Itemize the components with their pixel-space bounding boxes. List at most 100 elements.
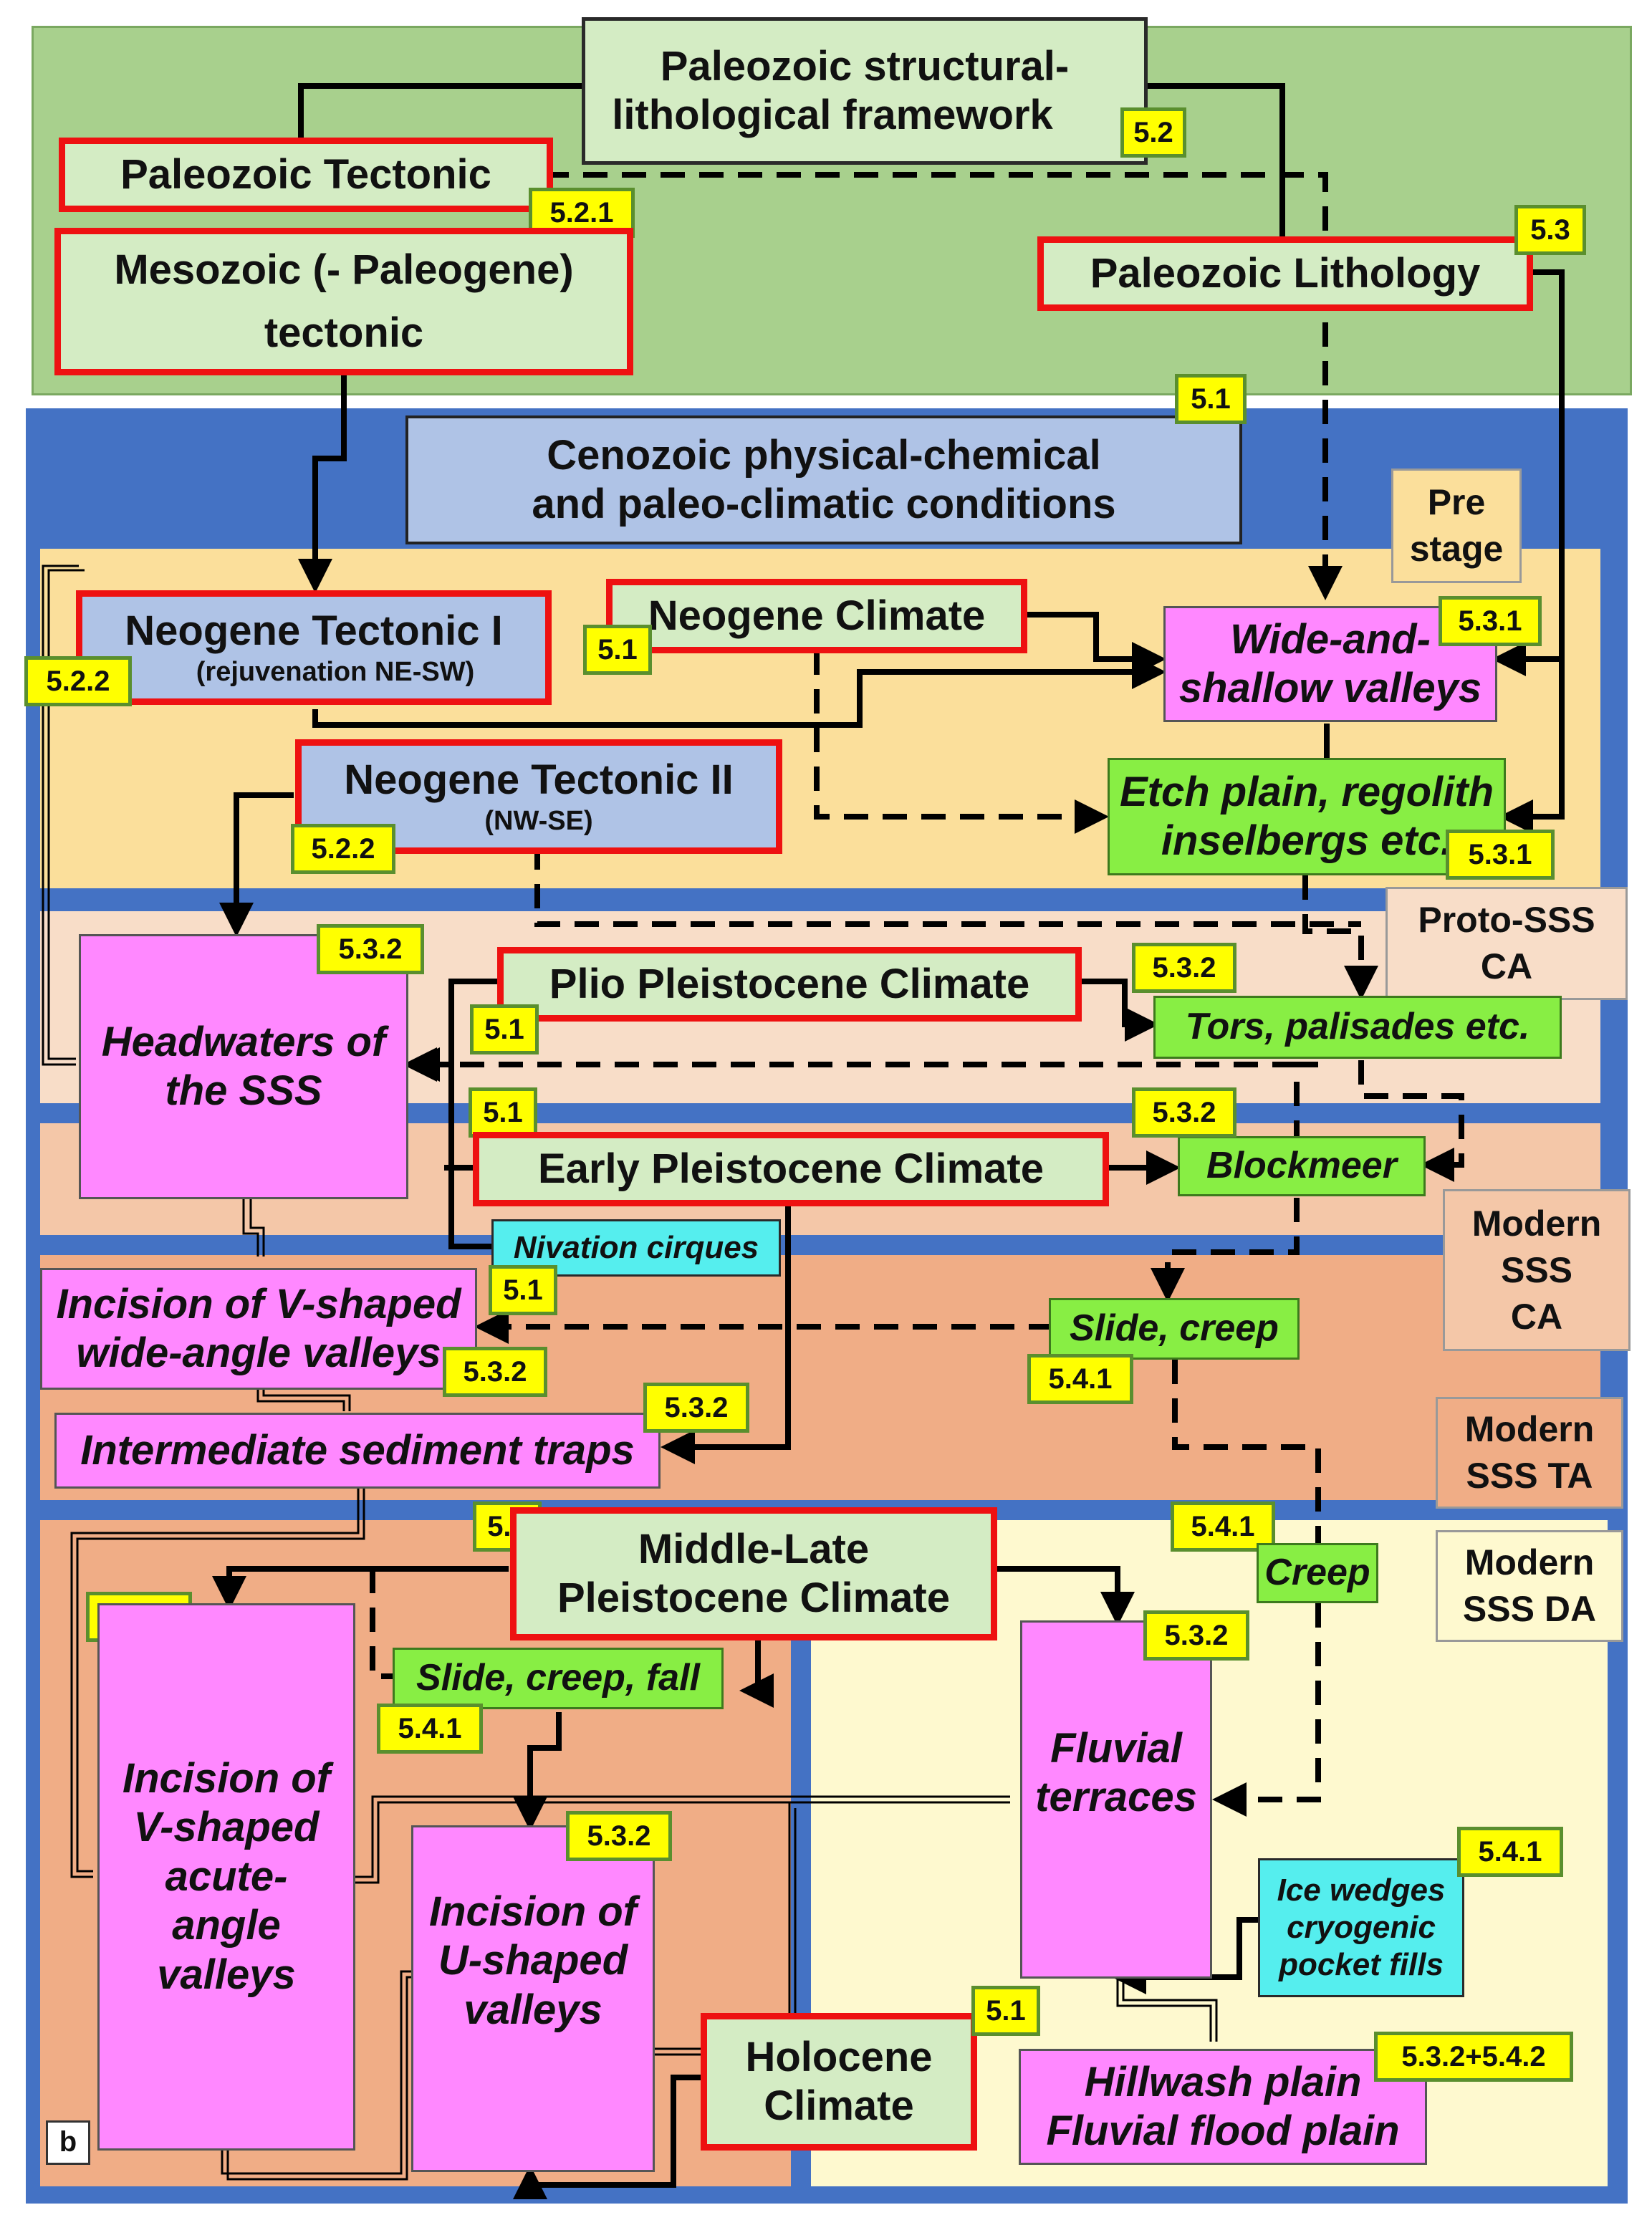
incision-u-tag: 5.3.2 xyxy=(566,1811,672,1861)
plio-pleistocene-label: Plio Pleistocene Climate xyxy=(549,960,1030,1007)
paleozoic-lithology-label: Paleozoic Lithology xyxy=(1090,249,1481,297)
hillwash-line2: Fluvial flood plain xyxy=(1046,2108,1400,2154)
stage-modern-da-line2: SSS DA xyxy=(1462,1589,1597,1629)
mesozoic-line1: Mesozoic (- Paleogene) xyxy=(114,246,574,293)
wide-shallow-line2: shallow valleys xyxy=(1178,665,1482,711)
slide-creep-box: Slide, creep xyxy=(1049,1298,1300,1360)
incision-v-wide-line2: wide-angle valleys xyxy=(76,1330,441,1376)
ice-wedges-line1: Ice wedges xyxy=(1277,1873,1446,1908)
neogene-climate-tag: 5.1 xyxy=(583,625,652,675)
neogene-climate-label: Neogene Climate xyxy=(648,592,986,639)
middle-late-line2: Pleistocene Climate xyxy=(557,1575,950,1621)
tors-palisades-box: Tors, palisades etc. xyxy=(1153,996,1562,1059)
ice-wedges-line3: pocket fills xyxy=(1279,1946,1444,1982)
blockmeer-tag: 5.3.2 xyxy=(1132,1087,1236,1138)
framework-tag: 5.2 xyxy=(1120,107,1186,158)
neogene-tectonic-2-line2: (NW-SE) xyxy=(484,805,593,836)
sediment-traps-tag: 5.3.2 xyxy=(643,1383,749,1433)
middle-late-pleistocene-box: Middle-Late Pleistocene Climate xyxy=(510,1507,997,1640)
plio-pleistocene-box: Plio Pleistocene Climate xyxy=(497,947,1082,1022)
fluvial-terraces-tag: 5.3.2 xyxy=(1143,1610,1249,1661)
early-pleistocene-tag: 5.1 xyxy=(469,1087,537,1138)
mesozoic-tectonic-box: Mesozoic (- Paleogene) tectonic xyxy=(54,228,633,375)
etch-plain-tag: 5.3.1 xyxy=(1446,830,1555,880)
stage-pre: Pre stage xyxy=(1391,469,1522,583)
incision-v-acute-line4: angle xyxy=(172,1902,281,1949)
incision-v-wide-tag-b: 5.3.2 xyxy=(443,1347,547,1397)
slide-creep-tag: 5.4.1 xyxy=(1027,1354,1133,1404)
ice-wedges-box: Ice wedges cryogenic pocket fills xyxy=(1258,1858,1464,1997)
stage-modern-ta-line2: SSS TA xyxy=(1466,1456,1593,1496)
fluvial-terraces-box: Fluvial terraces xyxy=(1020,1620,1212,1979)
cenozoic-tag: 5.1 xyxy=(1175,374,1247,424)
creep-box: Creep xyxy=(1257,1543,1378,1603)
stage-proto-line1: Proto-SSS xyxy=(1418,900,1595,940)
framework-line2: lithological framework xyxy=(612,92,1053,138)
neogene-tectonic-2-tag: 5.2.2 xyxy=(291,824,395,874)
ice-wedges-line2: cryogenic xyxy=(1287,1910,1436,1946)
holocene-line1: Holocene xyxy=(745,2033,933,2080)
incision-u-line3: valleys xyxy=(464,1986,602,2033)
incision-v-wide-tag-a: 5.1 xyxy=(489,1265,557,1315)
slide-creep-fall-label: Slide, creep, fall xyxy=(416,1657,700,1699)
neogene-tectonic-1-line1: Neogene Tectonic I xyxy=(125,607,503,655)
stage-proto-line2: CA xyxy=(1480,946,1533,986)
paleozoic-tectonic-box: Paleozoic Tectonic xyxy=(59,138,553,212)
tors-palisades-label: Tors, palisades etc. xyxy=(1185,1006,1530,1048)
holocene-tag: 5.1 xyxy=(971,1986,1040,2036)
cenozoic-line2: and paleo-climatic conditions xyxy=(532,481,1116,527)
headwaters-line2: the SSS xyxy=(165,1067,322,1114)
blockmeer-label: Blockmeer xyxy=(1206,1145,1397,1187)
incision-v-acute-line5: valleys xyxy=(157,1951,296,1998)
hillwash-line1: Hillwash plain xyxy=(1084,2058,1362,2105)
stage-modern-ta: Modern SSS TA xyxy=(1436,1397,1623,1509)
neogene-tectonic-1-box: Neogene Tectonic I (rejuvenation NE-SW) xyxy=(76,590,552,705)
neogene-tectonic-2-box: Neogene Tectonic II (NW-SE) xyxy=(295,739,782,854)
nivation-cirques-label: Nivation cirques xyxy=(513,1230,759,1266)
stage-modern-ca-line3: CA xyxy=(1510,1296,1563,1337)
paleozoic-tectonic-label: Paleozoic Tectonic xyxy=(120,150,491,198)
etch-plain-box: Etch plain, regolith inselbergs etc. xyxy=(1108,758,1506,875)
stage-modern-ca-line2: SSS xyxy=(1500,1249,1573,1290)
etch-plain-line2: inselbergs etc. xyxy=(1161,817,1453,864)
panel-label: b xyxy=(46,2120,90,2165)
headwaters-line1: Headwaters of xyxy=(101,1018,386,1065)
paleozoic-lithology-box: Paleozoic Lithology xyxy=(1037,236,1533,311)
neogene-tectonic-2-line1: Neogene Tectonic II xyxy=(344,756,734,804)
neogene-tectonic-1-tag: 5.2.2 xyxy=(24,656,132,706)
incision-u-line1: Incision of xyxy=(429,1888,637,1935)
incision-v-acute-line3: acute- xyxy=(165,1853,288,1900)
slide-creep-fall-tag: 5.4.1 xyxy=(377,1704,483,1754)
tors-palisades-tag: 5.3.2 xyxy=(1132,943,1236,993)
stage-modern-ca: Modern SSS CA xyxy=(1443,1189,1631,1351)
mesozoic-line2: tectonic xyxy=(264,309,424,356)
incision-v-acute-box: Incision of V-shaped acute- angle valley… xyxy=(97,1603,355,2151)
paleozoic-framework-box: Paleozoic structural- lithological frame… xyxy=(582,17,1148,165)
panel-label-text: b xyxy=(59,2126,77,2158)
wide-shallow-valleys-box: Wide-and- shallow valleys xyxy=(1163,606,1497,722)
stage-modern-da-line1: Modern xyxy=(1464,1542,1595,1582)
creep-tag: 5.4.1 xyxy=(1171,1502,1275,1552)
incision-v-acute-line1: Incision of xyxy=(123,1754,330,1802)
stage-modern-da: Modern SSS DA xyxy=(1436,1530,1623,1642)
stage-modern-ca-line1: Modern xyxy=(1471,1203,1602,1244)
sediment-traps-box: Intermediate sediment traps xyxy=(54,1413,661,1489)
plio-pleistocene-tag: 5.1 xyxy=(470,1004,539,1054)
cenozoic-conditions-box: Cenozoic physical-chemical and paleo-cli… xyxy=(405,415,1242,544)
cenozoic-line1: Cenozoic physical-chemical xyxy=(547,431,1101,479)
fluvial-terraces-line2: terraces xyxy=(1035,1774,1197,1821)
incision-v-wide-line1: Incision of V-shaped xyxy=(56,1280,461,1327)
holocene-climate-box: Holocene Climate xyxy=(701,2013,977,2151)
early-pleistocene-label: Early Pleistocene Climate xyxy=(538,1145,1044,1192)
holocene-line2: Climate xyxy=(764,2082,914,2129)
wide-shallow-line1: Wide-and- xyxy=(1230,615,1431,663)
incision-v-wide-box: Incision of V-shaped wide-angle valleys xyxy=(40,1268,477,1390)
blockmeer-box: Blockmeer xyxy=(1178,1136,1426,1196)
sediment-traps-label: Intermediate sediment traps xyxy=(80,1426,635,1474)
stage-pre-line2: stage xyxy=(1409,529,1504,569)
fluvial-terraces-line1: Fluvial xyxy=(1050,1725,1182,1772)
headwaters-box: Headwaters of the SSS xyxy=(79,934,408,1199)
incision-u-box: Incision of U-shaped valleys xyxy=(411,1825,655,2172)
incision-v-acute-line2: V-shaped xyxy=(133,1804,320,1851)
paleozoic-lithology-tag: 5.3 xyxy=(1514,205,1586,255)
